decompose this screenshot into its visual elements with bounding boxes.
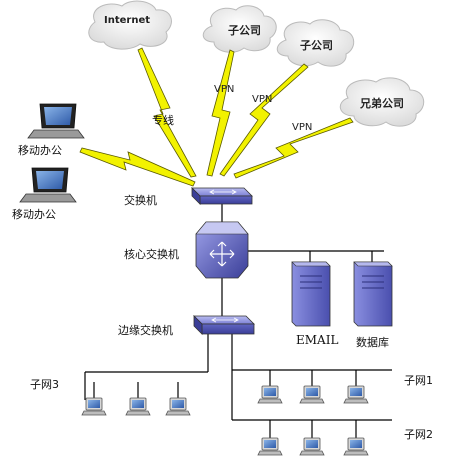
vpn-bolt-1 bbox=[206, 49, 235, 177]
sister-company-cloud bbox=[339, 77, 425, 127]
workstation-icon bbox=[257, 385, 283, 404]
workstation-icon bbox=[125, 397, 151, 416]
workstation-icon bbox=[257, 437, 283, 456]
edge-switch-label: 边缘交换机 bbox=[118, 324, 173, 337]
access-switch-label: 交换机 bbox=[124, 194, 157, 207]
email-server bbox=[291, 261, 331, 327]
internet-cloud bbox=[88, 0, 172, 50]
subnet-2-label: 子网2 bbox=[404, 428, 433, 441]
vpn-label-2: VPN bbox=[252, 94, 273, 105]
vpn-bolt-3 bbox=[233, 117, 354, 179]
subnet-1-label: 子网1 bbox=[404, 374, 433, 387]
core-switch bbox=[195, 221, 249, 279]
subnet-3-label: 子网3 bbox=[30, 378, 59, 391]
vpn-label-1: VPN bbox=[214, 84, 235, 95]
workstation-icon bbox=[299, 385, 325, 404]
workstation-icon bbox=[343, 385, 369, 404]
subsidiary-label-2: 子公司 bbox=[300, 39, 333, 52]
sister-company-label: 兄弟公司 bbox=[360, 97, 404, 110]
workstation-icon bbox=[165, 397, 191, 416]
subsidiary-cloud-1 bbox=[202, 5, 277, 53]
workstation-icon bbox=[81, 397, 107, 416]
workstation-icon bbox=[343, 437, 369, 456]
subsidiary-label-1: 子公司 bbox=[228, 24, 261, 37]
internet-label: Internet bbox=[104, 15, 151, 26]
mobile-office-label-1: 移动办公 bbox=[18, 144, 62, 157]
laptop-icon bbox=[19, 167, 77, 203]
edge-switch bbox=[193, 315, 255, 335]
database-label: 数据库 bbox=[356, 336, 389, 349]
workstation-icon bbox=[299, 437, 325, 456]
subsidiary-cloud-2 bbox=[276, 19, 355, 67]
leased-line-bolt bbox=[137, 47, 197, 178]
vpn-bolt-2 bbox=[219, 63, 309, 177]
wiring bbox=[84, 204, 392, 438]
mobile-bolt bbox=[79, 147, 196, 187]
core-switch-label: 核心交换机 bbox=[124, 248, 179, 261]
access-switch bbox=[191, 187, 253, 205]
laptop-icon bbox=[27, 103, 85, 139]
leased-line-label: 专线 bbox=[152, 114, 174, 127]
mobile-office-label-2: 移动办公 bbox=[12, 208, 56, 221]
database-server bbox=[353, 261, 393, 327]
email-label: EMAIL bbox=[296, 333, 339, 347]
vpn-label-3: VPN bbox=[292, 122, 313, 133]
